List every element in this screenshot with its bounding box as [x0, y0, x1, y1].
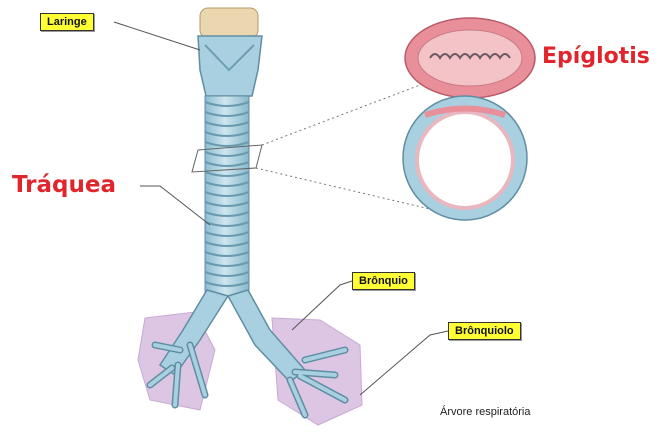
label-bronquiolo: Brônquiolo: [448, 322, 521, 340]
label-bronquio: Brônquio: [352, 272, 415, 290]
leader-laringe: [114, 22, 200, 50]
larynx-shape: [198, 36, 262, 96]
leader-traqueia: [140, 186, 210, 225]
diagram-caption: Árvore respiratória: [440, 406, 530, 418]
leader-bronquiolo: [360, 331, 448, 395]
label-traqueia: Tráquea: [12, 172, 116, 198]
label-epiglote: Epíglotis: [542, 44, 650, 69]
trachea-section-inner: [417, 112, 513, 208]
projection-line-top: [262, 85, 420, 145]
label-laringe: Laringe: [40, 13, 94, 31]
hyoid-bone: [200, 8, 258, 38]
